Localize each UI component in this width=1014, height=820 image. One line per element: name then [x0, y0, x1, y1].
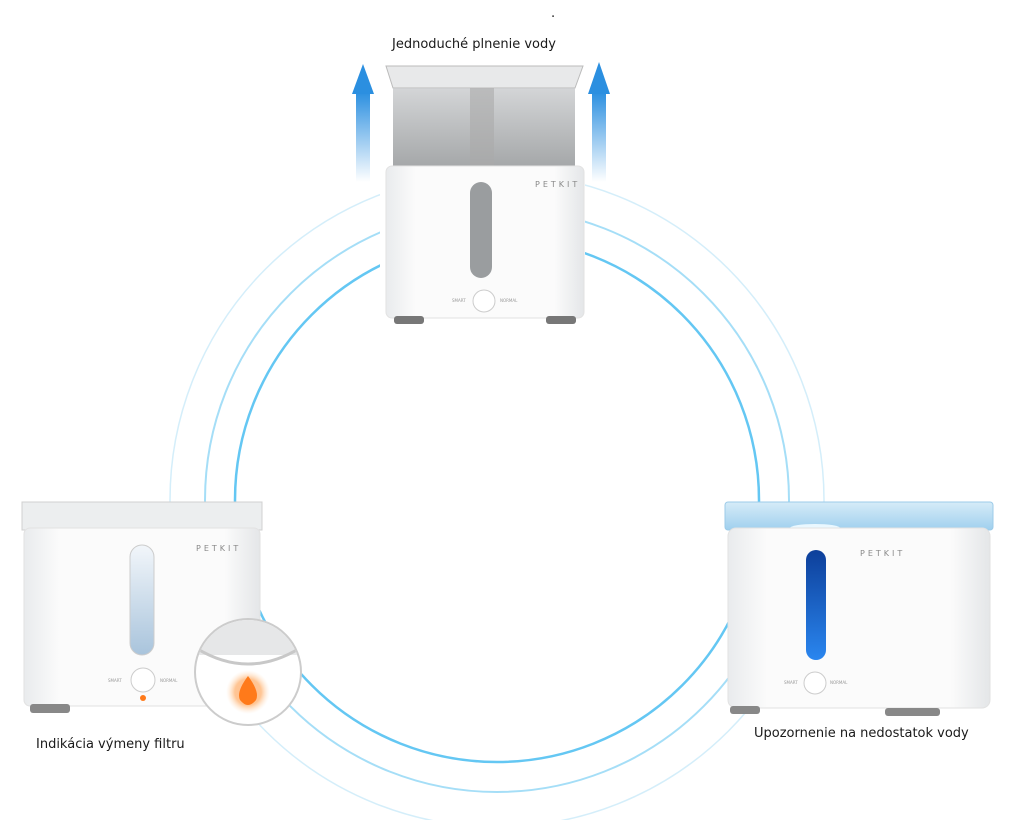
water-drop-icon — [239, 676, 257, 705]
filter-indicator-zoom — [194, 618, 302, 726]
feature-label-left: Indikácia výmeny filtru — [36, 737, 185, 752]
brand-logo: PETKIT — [535, 180, 580, 189]
arrow-up-icon — [588, 62, 610, 182]
mode-smart-label: SMART — [108, 678, 122, 683]
stray-dot: . — [551, 6, 556, 21]
fountain-right: PETKIT SMART NORMAL — [724, 501, 994, 716]
mode-normal-label: NORMAL — [160, 678, 178, 683]
brand-logo: PETKIT — [196, 544, 241, 553]
mode-smart-label: SMART — [452, 298, 466, 303]
mode-normal-label: NORMAL — [500, 298, 518, 303]
brand-logo: PETKIT — [860, 549, 905, 558]
feature-label-right: Upozornenie na nedostatok vody — [754, 726, 969, 741]
fountain-top: PETKIT SMART NORMAL — [380, 0, 585, 330]
arrow-up-icon — [352, 64, 374, 182]
mode-smart-label: SMART — [784, 680, 798, 685]
feature-label-top: Jednoduché plnenie vody — [392, 37, 556, 52]
mode-normal-label: NORMAL — [830, 680, 848, 685]
